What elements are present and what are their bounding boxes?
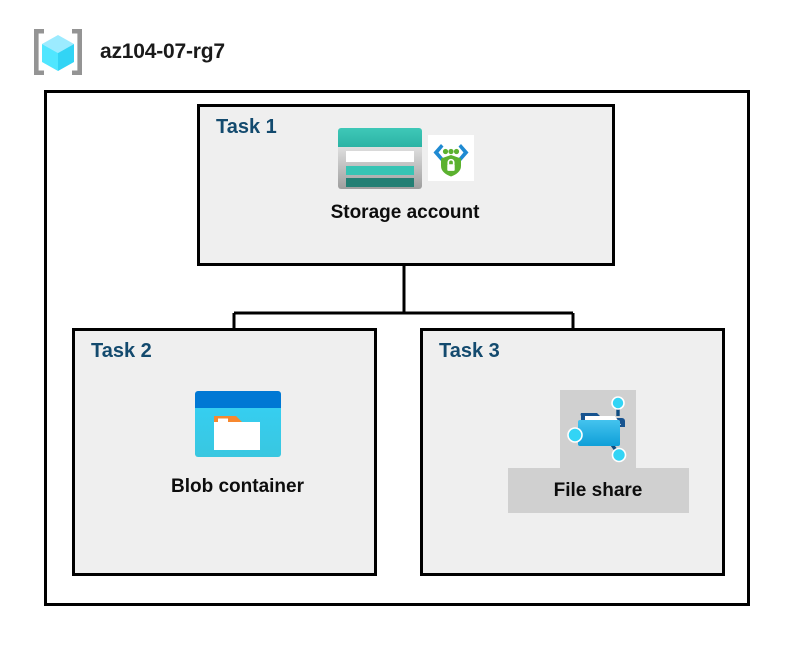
- storage-account-caption: Storage account: [330, 202, 480, 223]
- node-file-share: File share: [498, 390, 698, 513]
- task-2-label: Task 2: [91, 340, 152, 362]
- file-share-caption-highlight: File share: [507, 468, 689, 513]
- file-share-caption: File share: [553, 479, 643, 501]
- node-blob-container: Blob container: [150, 390, 325, 498]
- secure-endpoint-shield-icon: [428, 135, 474, 181]
- task-1-label: Task 1: [216, 116, 277, 138]
- file-share-icon: [567, 396, 627, 463]
- storage-account-icon-row: [336, 122, 474, 194]
- resource-group-name: az104-07-rg7: [100, 40, 225, 63]
- resource-group-icon: [34, 29, 82, 75]
- task-3-label: Task 3: [439, 340, 500, 362]
- blob-container-icon: [194, 391, 281, 457]
- storage-account-icon: [338, 128, 422, 189]
- node-storage-account: Storage account: [295, 122, 515, 224]
- file-share-icon-highlight: [560, 390, 636, 468]
- blob-container-caption: Blob container: [170, 476, 304, 497]
- resource-group-header: az104-07-rg7: [30, 26, 225, 78]
